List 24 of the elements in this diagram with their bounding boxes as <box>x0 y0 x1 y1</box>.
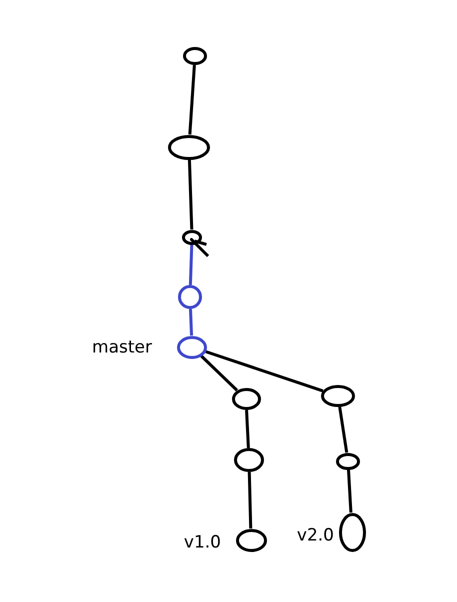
commit-circle <box>236 528 266 552</box>
commit-circle <box>232 388 260 410</box>
connector-line <box>188 308 194 336</box>
commit-circle <box>183 47 207 65</box>
commit-circle <box>336 452 360 470</box>
commit-circle <box>178 285 202 309</box>
commit-circle <box>168 134 210 160</box>
text-label: v2.0 <box>296 526 334 546</box>
connector-line <box>248 472 252 529</box>
commit-circle <box>321 385 355 407</box>
connector-line <box>245 410 250 448</box>
connector-line <box>188 64 196 135</box>
commit-circle <box>182 230 202 244</box>
connector-line <box>200 354 238 392</box>
connector-line <box>188 159 194 230</box>
text-label: v1.0 <box>184 534 221 552</box>
connector-line <box>346 469 352 513</box>
connector-line <box>338 406 348 453</box>
text-label: master <box>92 338 152 358</box>
commit-circle <box>338 512 366 552</box>
commit-circle <box>234 448 264 472</box>
connector-line <box>188 244 194 286</box>
commit-circle <box>177 336 207 358</box>
connector-line <box>205 350 324 392</box>
